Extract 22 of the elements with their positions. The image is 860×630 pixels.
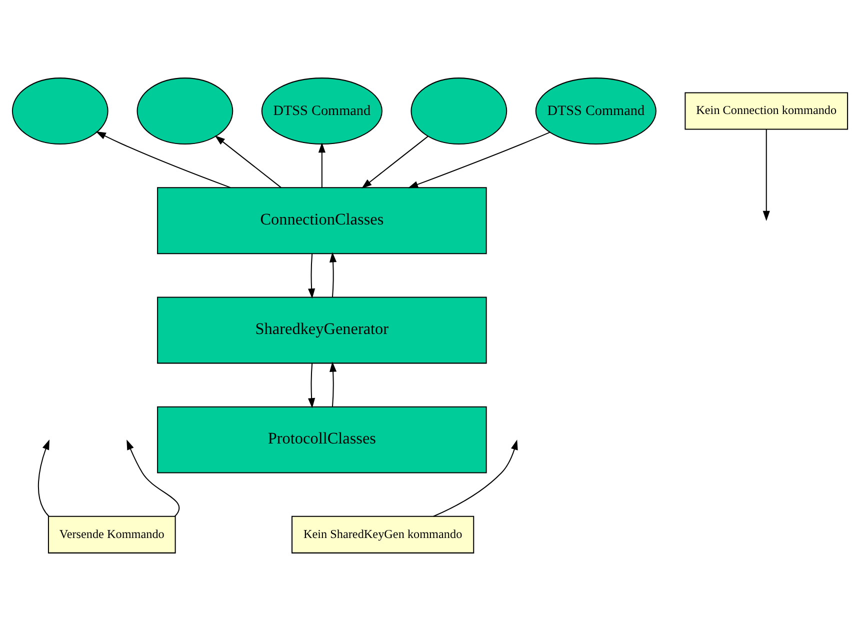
node-box: ProtocollClasses (157, 406, 487, 473)
node-ellipse: DTSS Command (535, 77, 656, 144)
arrow (38, 439, 50, 516)
arrow (96, 130, 231, 188)
arrow (408, 131, 550, 188)
arrow (433, 439, 518, 516)
node-ellipse (410, 77, 508, 144)
arrow (126, 439, 180, 516)
arrow (362, 136, 428, 188)
node-box: Kein SharedKeyGen kommando (292, 515, 474, 553)
arrow (330, 361, 337, 406)
arrow (308, 253, 316, 298)
arrow (330, 252, 337, 297)
node-box: ConnectionClasses (157, 186, 487, 254)
node-ellipse: DTSS Command (261, 77, 382, 144)
arrow (762, 128, 770, 220)
arrow (308, 362, 316, 408)
arrow (214, 135, 282, 188)
node-box: SharedkeyGenerator (157, 296, 487, 364)
node-box: Versende Kommando (48, 515, 176, 553)
arrow (318, 142, 326, 188)
node-box: Kein Connection kommando (684, 92, 848, 130)
